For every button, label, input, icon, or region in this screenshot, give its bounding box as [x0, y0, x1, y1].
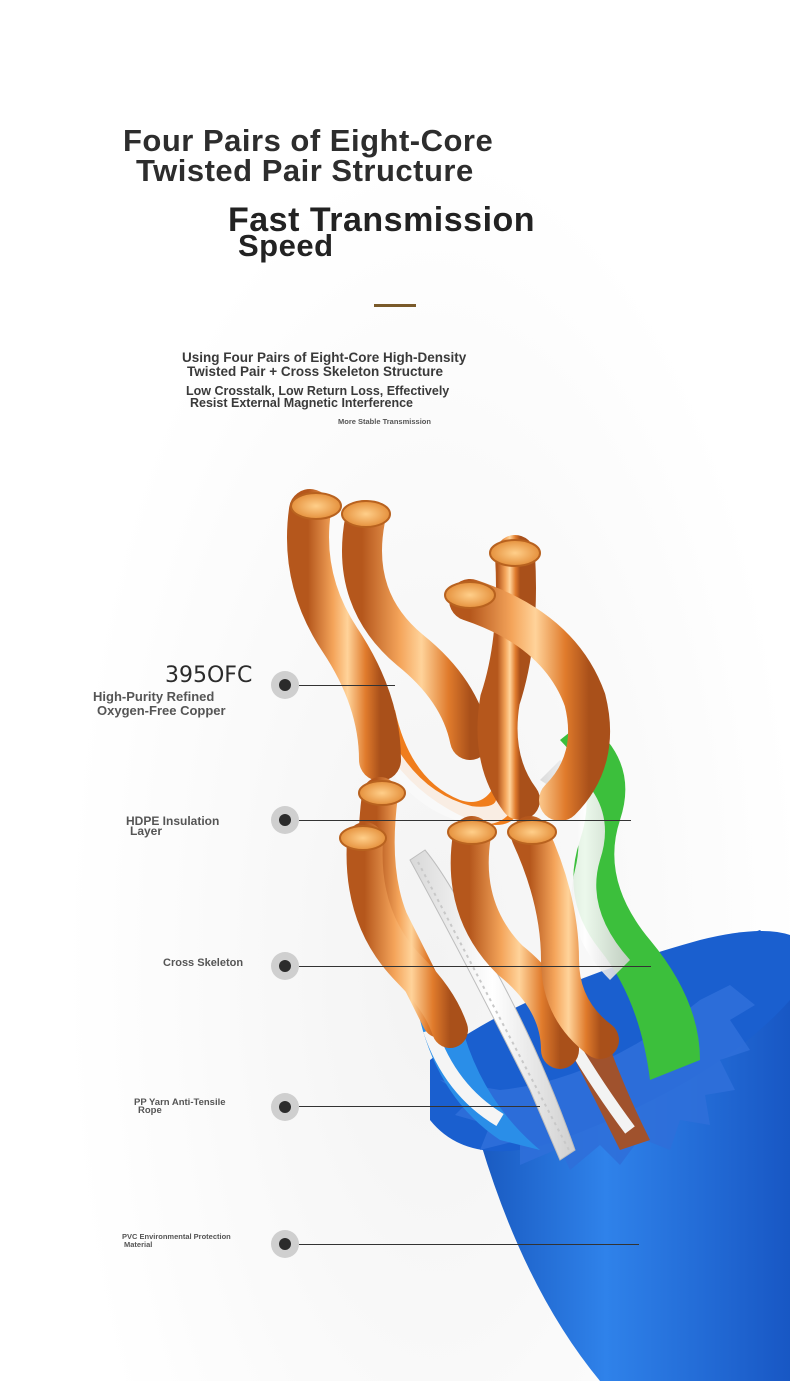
copper-label-line-2: Oxygen-Free Copper	[97, 703, 226, 718]
rope-label-line-1: PP Yarn Anti-Tensile	[134, 1097, 226, 1108]
rope-leader-line	[299, 1106, 540, 1107]
copper-marker-icon	[271, 671, 299, 699]
pvc-leader-line	[299, 1244, 639, 1245]
pvc-label-line-1: PVC Environmental Protection	[122, 1232, 231, 1241]
pvc-label-line-2: Material	[124, 1240, 153, 1249]
description-line-1: Using Four Pairs of Eight-Core High-Dens…	[182, 350, 467, 365]
rope-label-line-2: Rope	[138, 1105, 162, 1116]
heading-line-4: Speed	[238, 228, 334, 263]
pvc-marker-icon	[271, 1230, 299, 1258]
hdpe-leader-line	[299, 820, 631, 821]
hdpe-label-line-1: HDPE Insulation	[126, 814, 220, 828]
description-line-2: Twisted Pair + Cross Skeleton Structure	[187, 364, 443, 379]
rope-marker-icon	[271, 1093, 299, 1121]
hdpe-marker-icon	[271, 806, 299, 834]
hdpe-label-line-2: Layer	[130, 824, 163, 838]
heading-line-3: Fast Transmission	[228, 201, 536, 239]
skeleton-marker-icon	[271, 952, 299, 980]
copper-code: 395OFC	[165, 663, 253, 688]
description-line-4: Resist External Magnetic Interference	[190, 396, 413, 410]
description-line-3: Low Crosstalk, Low Return Loss, Effectiv…	[186, 384, 450, 398]
copper-label-line-1: High-Purity Refined	[93, 689, 215, 704]
skeleton-leader-line	[299, 966, 651, 967]
heading-line-2: Twisted Pair Structure	[136, 153, 474, 188]
copper-leader-line	[299, 685, 395, 686]
skeleton-label: Cross Skeleton	[163, 957, 244, 969]
section-divider	[374, 304, 416, 307]
heading-line-1: Four Pairs of Eight-Core	[123, 123, 494, 158]
description-line-5: More Stable Transmission	[338, 417, 431, 426]
